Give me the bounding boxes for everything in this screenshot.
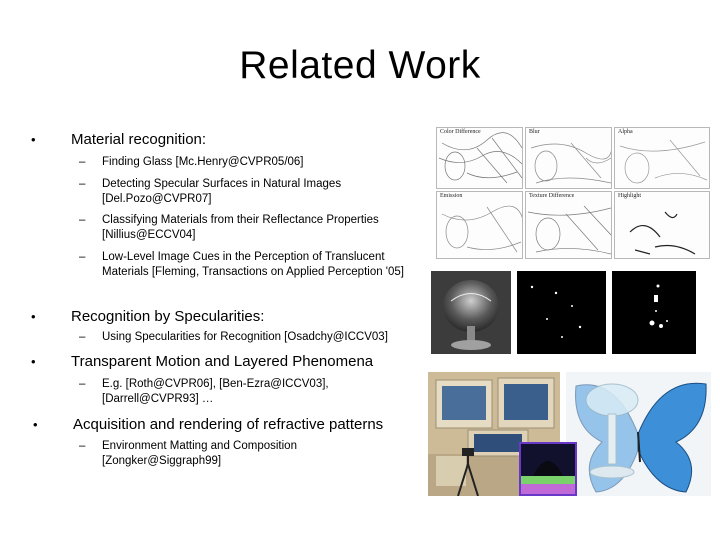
panel-label: Texture Difference <box>529 193 575 199</box>
material-cues-figure: Color Difference Blur Alpha Emissio <box>436 127 710 259</box>
sub-bullet-osadchy: – Using Specularities for Recognition [O… <box>79 330 432 345</box>
panel-blur: Blur <box>525 127 612 189</box>
sketch-image <box>441 205 522 253</box>
specular-map-right <box>612 271 696 354</box>
specularities-figure <box>431 271 696 354</box>
sub-bullet-text: Low-Level Image Cues in the Perception o… <box>102 251 404 278</box>
panel-highlight: Highlight <box>614 191 710 259</box>
bullet-material-recognition: • Material recognition: <box>31 130 207 149</box>
panel-alpha: Alpha <box>614 127 710 189</box>
sketch-image <box>629 211 696 255</box>
sub-bullet-finding-glass: – Finding Glass [Mc.Henry@CVPR05/06] <box>79 155 432 170</box>
glass-object-image <box>431 271 511 354</box>
sub-bullet-marker: – <box>79 214 86 226</box>
sub-bullet-text: Environment Matting and Composition [Zon… <box>102 440 297 467</box>
bullet-text: Recognition by Specularities: <box>71 308 265 325</box>
sketch-image <box>527 205 611 255</box>
sketch-image <box>530 142 611 184</box>
bullet-text: Acquisition and rendering of refractive … <box>73 416 384 433</box>
sub-bullet-zongker: – Environment Matting and Composition [Z… <box>79 439 362 469</box>
refraction-inset-image <box>521 444 575 494</box>
bullet-marker: • <box>31 132 36 147</box>
sub-bullet-marker: – <box>79 331 86 343</box>
glass-butterfly-photo <box>566 372 711 496</box>
sub-bullet-text: Finding Glass [Mc.Henry@CVPR05/06] <box>102 156 304 168</box>
bullet-refractive-patterns: • Acquisition and rendering of refractiv… <box>33 415 384 434</box>
panel-label: Highlight <box>618 193 642 199</box>
panel-label: Blur <box>529 129 540 135</box>
specular-points-image <box>530 285 582 338</box>
sub-bullet-marker: – <box>79 378 86 390</box>
bullet-specularities: • Recognition by Specularities: <box>31 307 265 326</box>
bullet-marker: • <box>31 354 36 369</box>
bullet-marker: • <box>31 309 36 324</box>
sub-bullet-roth: – E.g. [Roth@CVPR06], [Ben-Ezra@ICCV03],… <box>79 377 362 407</box>
sub-bullet-marker: – <box>79 440 86 452</box>
page-title: Related Work <box>239 44 481 87</box>
sub-bullet-classifying-materials: – Classifying Materials from their Refle… <box>79 213 432 243</box>
sub-bullet-marker: – <box>79 156 86 168</box>
specular-points-image <box>649 284 668 328</box>
specular-map-middle <box>517 271 606 354</box>
environment-matting-figure <box>428 372 711 496</box>
sub-bullet-specular-surfaces: – Detecting Specular Surfaces in Natural… <box>79 177 432 207</box>
panel-label: Color Difference <box>440 129 481 135</box>
panel-label: Emission <box>440 193 463 199</box>
refraction-inset <box>519 442 577 496</box>
glass-photo <box>431 271 511 354</box>
sub-bullet-marker: – <box>79 178 86 190</box>
bullet-transparent-motion: • Transparent Motion and Layered Phenome… <box>31 352 374 371</box>
sub-bullet-text: E.g. [Roth@CVPR06], [Ben-Ezra@ICCV03], [… <box>102 378 329 405</box>
sketch-image <box>619 139 708 184</box>
butterfly-glass-image <box>566 372 711 496</box>
panel-label: Alpha <box>618 129 633 135</box>
panel-emission: Emission <box>436 191 523 259</box>
sub-bullet-text: Detecting Specular Surfaces in Natural I… <box>102 178 342 205</box>
bullet-marker: • <box>33 417 38 432</box>
sub-bullet-text: Using Specularities for Recognition [Osa… <box>102 331 388 343</box>
bullet-text: Material recognition: <box>71 131 207 148</box>
panel-texture-difference: Texture Difference <box>525 191 612 259</box>
sub-bullet-translucent-materials: – Low-Level Image Cues in the Perception… <box>79 250 432 280</box>
panel-color-difference: Color Difference <box>436 127 523 189</box>
bullet-text: Transparent Motion and Layered Phenomena <box>71 353 374 370</box>
sketch-image <box>438 132 522 184</box>
sub-bullet-marker: – <box>79 251 86 263</box>
sub-bullet-text: Classifying Materials from their Reflect… <box>102 214 379 241</box>
